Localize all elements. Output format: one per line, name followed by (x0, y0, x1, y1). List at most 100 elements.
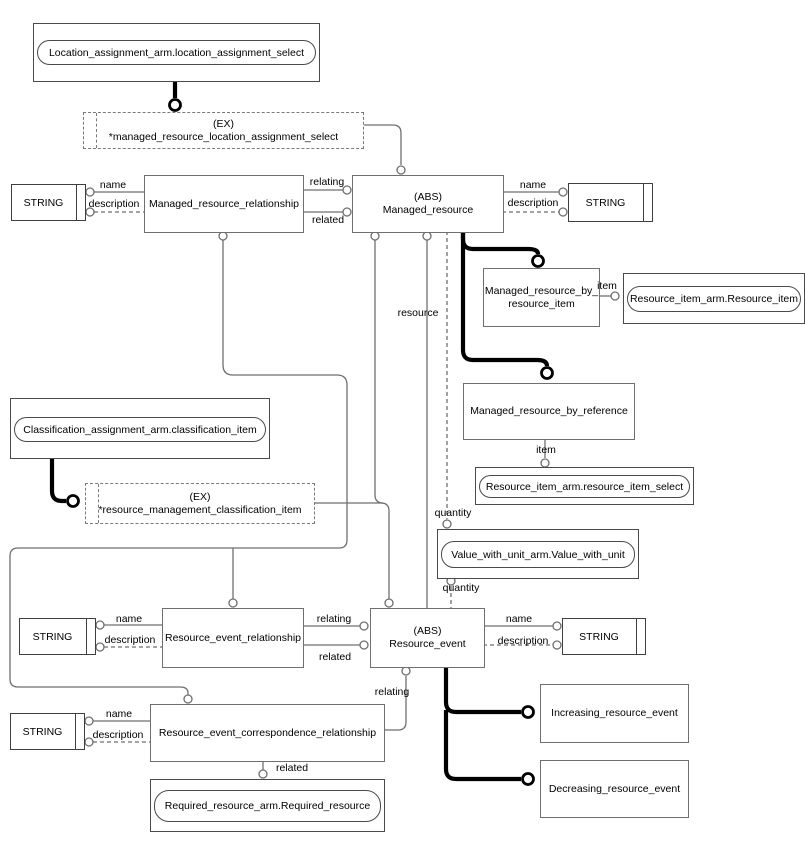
entity-managed-resource: (ABS) Managed_resource (352, 175, 504, 233)
entity-managed-resource-by-resource-item: Managed_resource_by_ resource_item (483, 268, 600, 327)
entity-resource-event-relationship-label: Resource_event_relationship (164, 631, 301, 644)
attr-label-name-2: name (519, 179, 547, 191)
line-classification-trunk (313, 502, 390, 599)
ref-resource-item-label: Resource_item_arm.Resource_item (629, 293, 799, 305)
type-string-5-bar (74, 714, 76, 749)
attr-label-description-1: description (88, 198, 140, 210)
circle-ex-location-end (396, 165, 406, 175)
ref-value-with-unit-label: Value_with_unit_arm.Value_with_unit (451, 548, 625, 561)
attr-label-description-3: description (104, 634, 156, 646)
bigcircle-increasing (521, 705, 535, 719)
bigcircle-by-reference (540, 366, 554, 380)
entity-resource-event-relationship: Resource_event_relationship (162, 608, 304, 668)
attr-label-description-5: description (92, 729, 144, 741)
select-ex-location-assignment: (EX) *managed_resource_location_assignme… (83, 112, 364, 149)
type-string-1-label: STRING (23, 196, 64, 209)
ref-resource-item-pill: Resource_item_arm.Resource_item (627, 286, 801, 312)
ref-value-with-unit-pill: Value_with_unit_arm.Value_with_unit (441, 541, 635, 568)
select-ex-classification-line2: *resource_management_classification_item (98, 503, 302, 516)
entity-managed-resource-by-reference-label: Managed_resource_by_reference (470, 405, 628, 417)
circle-classification-re-end (384, 598, 394, 608)
attr-label-name-1: name (99, 179, 127, 191)
attr-label-related-2: related (318, 651, 352, 663)
circle-item1 (610, 291, 620, 301)
entity-managed-resource-label: Managed_resource (382, 204, 474, 216)
ref-classification-item: Classification_assignment_arm.classifica… (10, 398, 270, 459)
type-string-2: STRING (568, 183, 653, 222)
select-ex-location-line2: *managed_resource_location_assignment_se… (108, 130, 339, 143)
circle-name2 (558, 187, 568, 197)
ref-required-resource: Required_resource_arm.Required_resource (150, 779, 385, 832)
type-string-3-label: STRING (32, 630, 73, 643)
ref-value-with-unit: Value_with_unit_arm.Value_with_unit (437, 529, 639, 579)
entity-resource-event-correspondence-relationship: Resource_event_correspondence_relationsh… (150, 704, 385, 762)
circle-related2 (359, 640, 369, 650)
type-string-4-bar (635, 619, 637, 654)
attr-label-relating-1: relating (309, 176, 345, 188)
entity-managed-resource-by-resource-item-line2: resource_item (508, 297, 575, 310)
circle-related3 (258, 769, 268, 779)
type-string-2-bar (642, 184, 644, 221)
line-relating-correspondence (383, 676, 407, 731)
ref-resource-item: Resource_item_arm.Resource_item (623, 273, 805, 324)
type-string-3: STRING (19, 618, 96, 655)
ref-resource-item-select: Resource_item_arm.resource_item_select (475, 467, 694, 505)
bigcircle-location-select (168, 98, 182, 112)
type-string-5: STRING (10, 713, 85, 750)
type-string-4-label: STRING (579, 630, 619, 643)
entity-managed-resource-relationship: Managed_resource_relationship (144, 175, 304, 233)
type-string-1: STRING (11, 184, 86, 221)
thickline-re-to-increasing (443, 666, 521, 715)
entity-resource-event-abs: (ABS) (413, 625, 442, 637)
attr-label-name-4: name (505, 613, 533, 625)
type-string-3-bar (85, 619, 87, 654)
ref-resource-item-select-pill: Resource_item_arm.resource_item_select (479, 475, 690, 498)
circle-desc2 (558, 207, 568, 217)
ref-location-assignment-select: Location_assignment_arm.location_assignm… (33, 23, 320, 82)
circle-classification-mr-end (370, 231, 380, 241)
thickline-classification-select (49, 457, 66, 504)
type-string-5-label: STRING (22, 725, 63, 738)
circle-desc3 (95, 642, 105, 652)
ref-required-resource-pill: Required_resource_arm.Required_resource (154, 790, 381, 822)
ref-location-assignment-select-pill: Location_assignment_arm.location_assignm… (37, 40, 316, 65)
type-string-4: STRING (562, 618, 646, 655)
circle-quantity-top (442, 519, 452, 529)
circle-name5 (84, 716, 94, 726)
bigcircle-by-resource-item (531, 254, 545, 268)
entity-resource-event-correspondence-relationship-label: Resource_event_correspondence_relationsh… (158, 726, 377, 739)
line-classification-to-managed-resource (374, 240, 384, 504)
attr-label-name-3: name (115, 613, 143, 625)
entity-managed-resource-abs: (ABS) (413, 191, 442, 203)
circle-related1 (342, 207, 352, 217)
attr-label-related-1: related (311, 214, 345, 226)
entity-decreasing-resource-event-label: Decreasing_resource_event (548, 782, 681, 795)
attr-label-resource: resource (397, 307, 439, 319)
entity-resource-event-label: Resource_event (389, 638, 466, 650)
circle-item2 (540, 458, 550, 468)
bigcircle-decreasing (521, 772, 535, 786)
circle-name4 (552, 621, 562, 631)
type-string-1-bar (75, 185, 77, 220)
entity-decreasing-resource-event: Decreasing_resource_event (540, 760, 689, 818)
entity-resource-event: (ABS) Resource_event (370, 608, 485, 668)
entity-managed-resource-relationship-label: Managed_resource_relationship (148, 197, 299, 210)
entity-increasing-resource-event-label: Increasing_resource_event (551, 707, 678, 719)
attr-label-related-3: related (275, 762, 309, 774)
ref-classification-item-label: Classification_assignment_arm.classifica… (23, 423, 257, 436)
entity-managed-resource-by-reference: Managed_resource_by_reference (463, 383, 635, 440)
attr-label-name-5: name (105, 708, 133, 720)
attr-label-item-2: item (536, 444, 556, 456)
circle-classification-rec-end (183, 694, 193, 704)
type-string-2-label: STRING (585, 196, 626, 209)
attr-label-item-1: item (597, 280, 617, 292)
circle-classification-rer-end (228, 598, 238, 608)
attr-label-relating-3: relating (374, 686, 410, 698)
circle-relating3 (401, 666, 411, 676)
attr-label-quantity-1: quantity (434, 507, 472, 519)
circle-classification-mrr-end (218, 231, 228, 241)
line-ex-location-to-managed-resource (359, 124, 402, 165)
attr-label-quantity-2: quantity (442, 582, 480, 594)
select-ex-classification-bar (98, 484, 99, 523)
